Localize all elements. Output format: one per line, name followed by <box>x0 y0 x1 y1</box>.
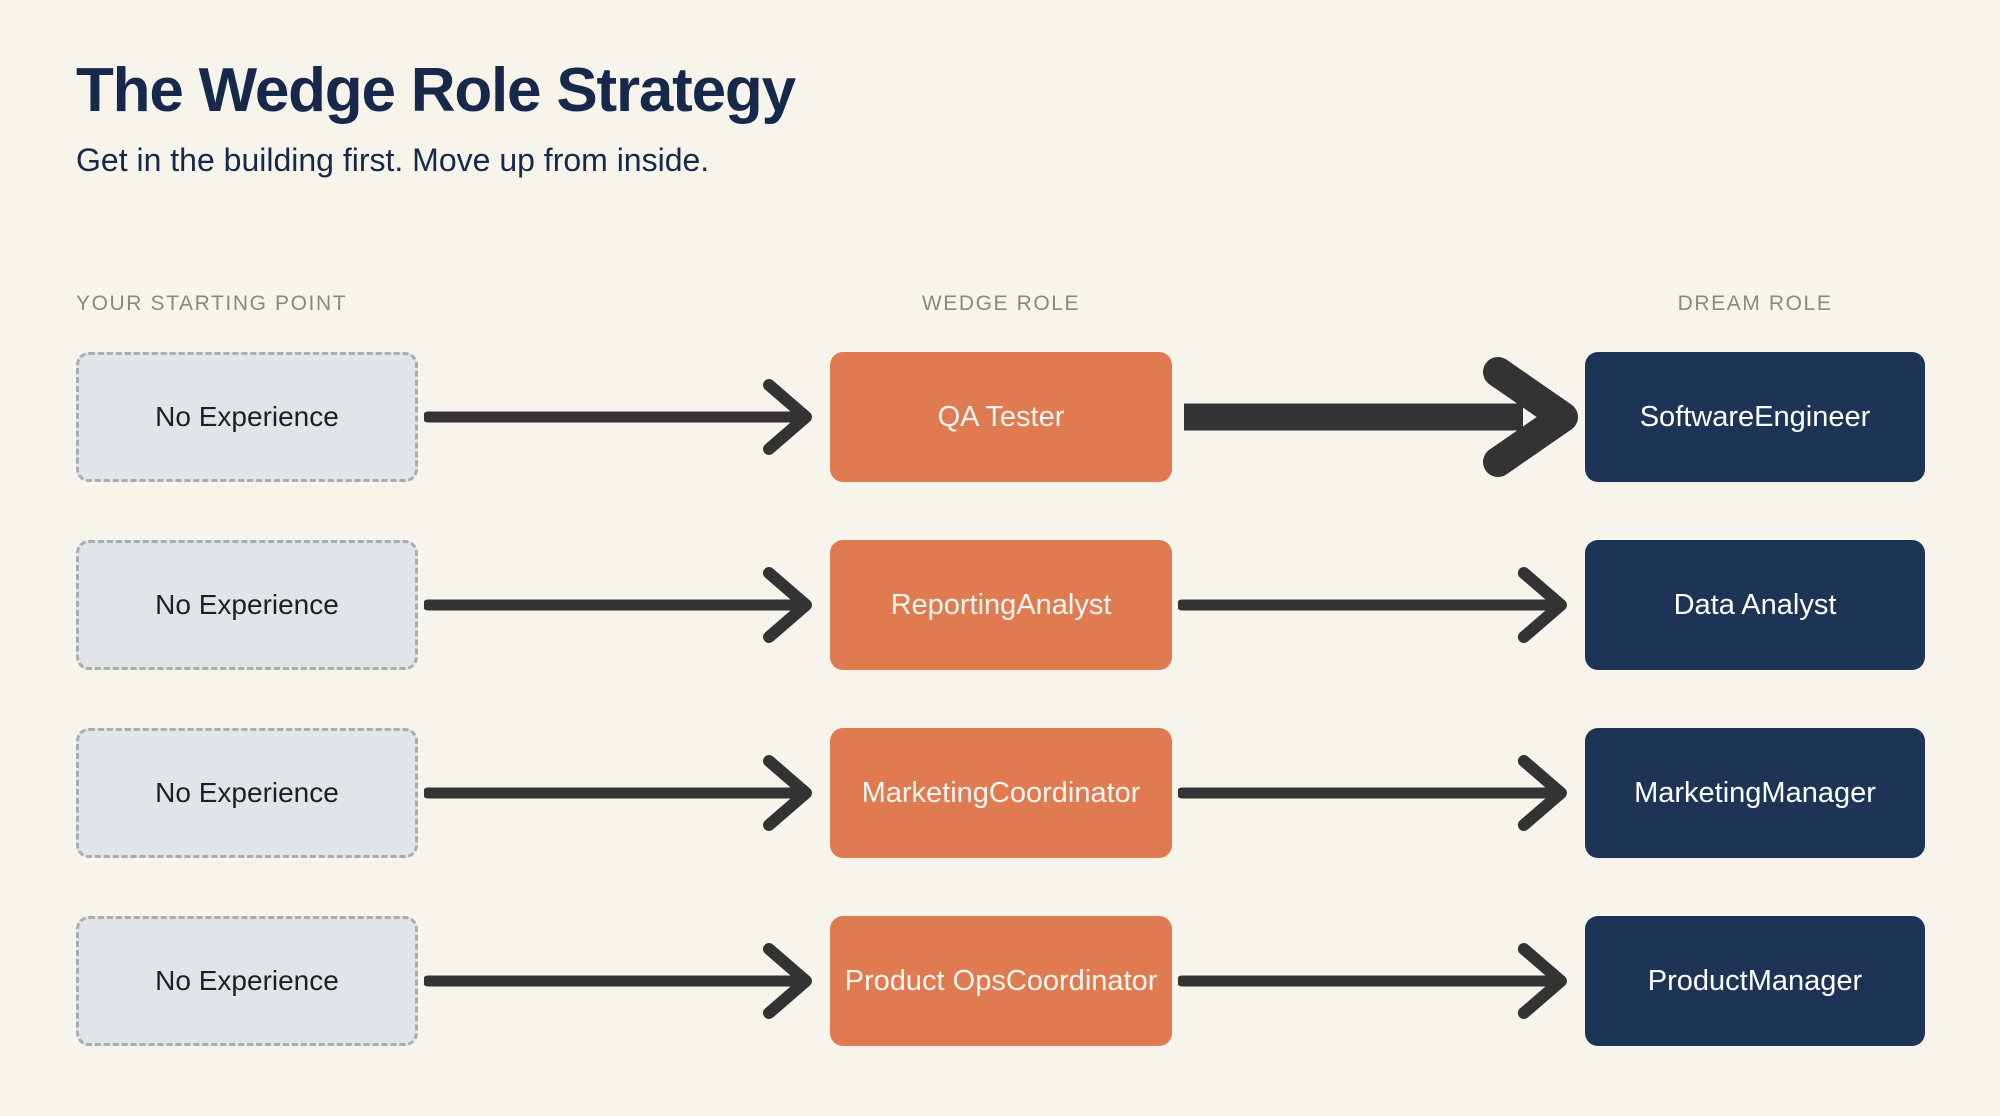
starting-point-box[interactable]: No Experience <box>76 540 418 670</box>
starting-point-box[interactable]: No Experience <box>76 728 418 858</box>
column-header-starting-point: YOUR STARTING POINT <box>76 292 348 315</box>
arrow-start-to-wedge <box>424 352 824 482</box>
arrow-start-to-wedge <box>424 916 824 1046</box>
arrow-wedge-to-dream <box>1178 540 1579 670</box>
arrow-right-icon <box>424 379 812 455</box>
arrow-wedge-to-dream <box>1178 728 1579 858</box>
arrow-right-icon <box>1178 943 1567 1019</box>
wedge-role-box[interactable]: QA Tester <box>830 352 1172 482</box>
arrow-wedge-to-dream <box>1178 916 1579 1046</box>
page-title: The Wedge Role Strategy <box>76 56 796 125</box>
page-header: The Wedge Role Strategy Get in the build… <box>76 56 796 179</box>
arrow-start-to-wedge <box>424 728 824 858</box>
starting-point-box[interactable]: No Experience <box>76 352 418 482</box>
starting-point-box[interactable]: No Experience <box>76 916 418 1046</box>
arrow-right-icon <box>424 755 812 831</box>
page-subtitle: Get in the building first. Move up from … <box>76 142 710 179</box>
arrow-right-icon <box>1178 567 1567 643</box>
column-header-dream-role: DREAM ROLE <box>1677 292 1833 315</box>
arrow-right-icon <box>424 567 812 643</box>
arrow-wedge-to-dream <box>1178 352 1579 482</box>
arrow-right-icon <box>424 943 812 1019</box>
arrow-start-to-wedge <box>424 540 824 670</box>
arrow-right-icon <box>1178 755 1567 831</box>
arrow-right-bold-icon <box>1184 357 1578 477</box>
dream-role-box[interactable]: Data Analyst <box>1585 540 1925 670</box>
column-header-wedge-role: WEDGE ROLE <box>921 292 1081 315</box>
